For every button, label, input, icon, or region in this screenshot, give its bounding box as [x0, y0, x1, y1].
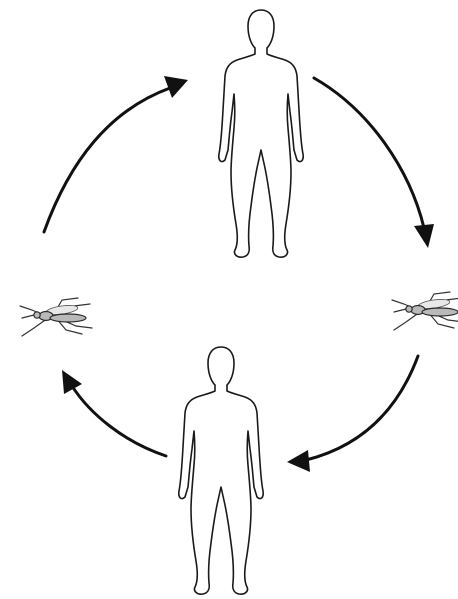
human-top-icon: [219, 10, 303, 257]
arrow-human-bottom-to-mosquito-left: [62, 370, 166, 456]
arrow-mosquito-left-to-human-top: [44, 76, 188, 232]
arrow-human-top-to-mosquito-right: [314, 78, 434, 248]
mosquito-left-icon: [20, 298, 92, 336]
human-bottom-icon: [179, 347, 263, 594]
arrow-mosquito-right-to-human-bottom: [287, 356, 418, 472]
mosquito-right-icon: [392, 292, 458, 330]
